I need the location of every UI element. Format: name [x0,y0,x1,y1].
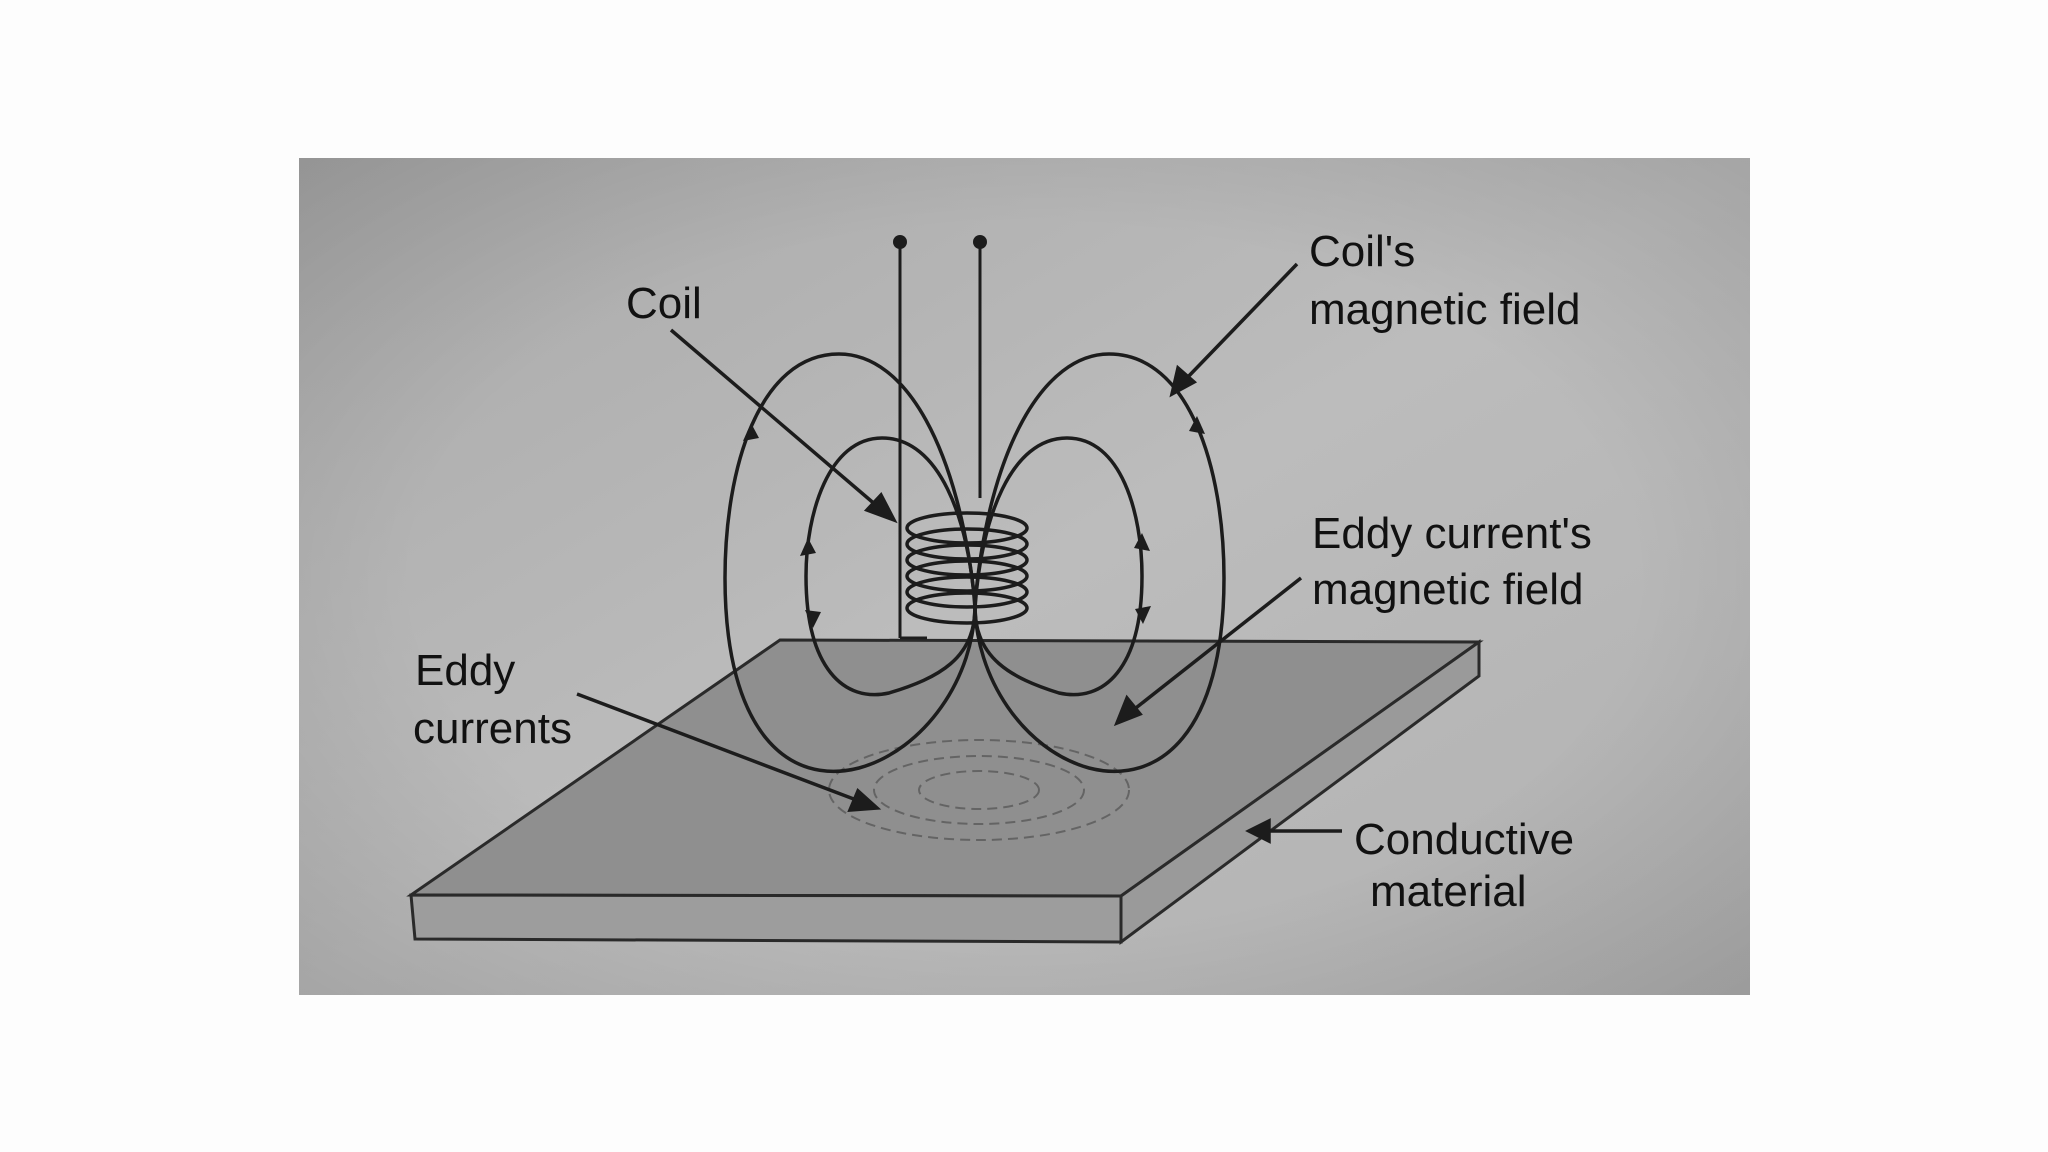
arrowhead [1134,533,1150,551]
eddy-currents-pointer-head [847,788,882,812]
eddy-field-label-line1: Eddy current's [1312,509,1592,558]
material-label-line1: Conductive [1354,815,1574,864]
eddy-magnetic-field-lines [804,436,1144,697]
coil-field-loop-right [973,352,1226,774]
eddy-currents-label-line2: currents [413,704,572,753]
coil-label: Coil [626,279,702,328]
diagram-canvas: Coil Coil's magnetic field Eddy current'… [299,158,1750,995]
coil-pointer-line [669,328,879,508]
coil-field-pointer-head [1169,364,1198,398]
arrowhead [743,423,759,441]
field-direction-arrows [743,416,1205,628]
material-pointer-head [1245,818,1271,844]
lead-terminal-right [973,235,987,249]
coil-field-label-line1: Coil's [1309,227,1415,276]
arrowhead [1189,416,1205,434]
coil-windings [905,511,1029,625]
eddy-current-rings [828,739,1130,841]
arrowhead [805,610,821,628]
material-label-line2: material [1370,867,1527,916]
arrowhead [800,538,816,556]
arrowhead [1135,606,1151,624]
eddy-field-loop-right [973,436,1144,697]
coil-magnetic-field-lines [723,352,1226,774]
conductive-plate [406,638,1484,945]
pointer-arrows [576,262,1342,844]
coil-field-pointer-line [1183,262,1299,382]
eddy-currents-pointer-line [576,692,860,803]
plate-front-face [409,893,1123,944]
eddy-field-loop-left [804,436,977,697]
eddy-field-pointer-head [1113,694,1143,727]
eddy-currents-label-line1: Eddy [415,646,515,695]
eddy-current-diagram: Coil Coil's magnetic field Eddy current'… [299,158,1750,995]
coil-field-loop-left [723,352,977,774]
coil-lead-wires [898,242,982,640]
eddy-field-label-line2: magnetic field [1312,565,1583,614]
coil-pointer-head [863,491,898,524]
eddy-field-pointer-line [1130,576,1303,713]
lead-terminal-left [893,235,907,249]
plate-side-face [1119,639,1481,945]
coil-field-label-line2: magnetic field [1309,285,1580,334]
